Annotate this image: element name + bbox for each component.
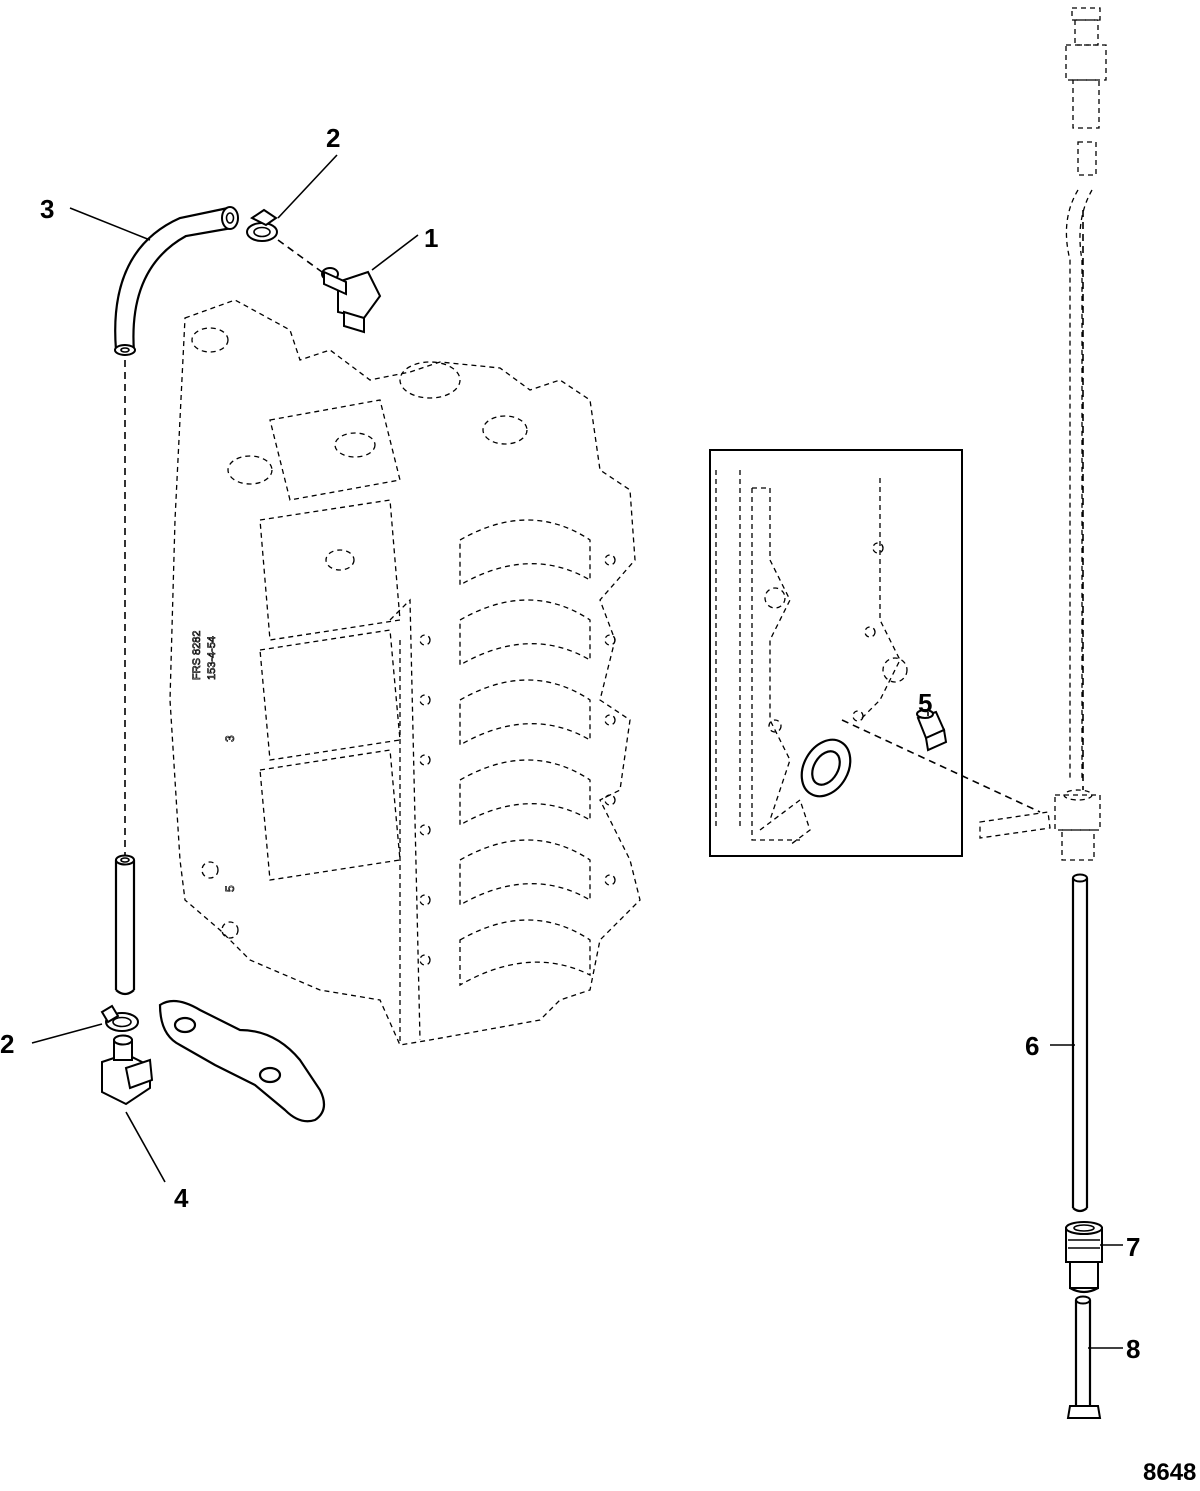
engine-block: FRS 8282 153-4-54 3 5 — [169, 299, 641, 1046]
callout-1: 1 — [424, 223, 438, 253]
callout-2-bottom: 2 — [0, 1029, 14, 1059]
part-3-hose — [114, 206, 239, 356]
block-marking-1: FRS 8282 — [191, 630, 203, 680]
inset-detail — [709, 449, 963, 857]
callout-6: 6 — [1025, 1031, 1039, 1061]
part-6-tube — [1071, 873, 1089, 1213]
part-5-fitting — [916, 709, 948, 752]
callout-3: 3 — [40, 194, 54, 224]
part-2-clamp-bottom — [100, 1004, 139, 1032]
callout-4: 4 — [174, 1183, 189, 1213]
part-4-elbow-fitting — [101, 1034, 154, 1106]
block-marking-4: 5 — [223, 885, 237, 892]
part-8-pickup — [1066, 1295, 1102, 1419]
block-marking-2: 153-4-54 — [206, 636, 218, 680]
leader-lines — [31, 154, 1123, 1349]
part-7-connector — [1065, 1221, 1103, 1294]
part-2-clamp-top — [246, 208, 278, 242]
figure-id: 8648 — [1143, 1459, 1196, 1486]
callout-8: 8 — [1126, 1334, 1140, 1364]
cover-plate — [158, 999, 326, 1123]
callout-2-top: 2 — [326, 123, 340, 153]
short-hose — [114, 854, 136, 996]
block-marking-3: 3 — [223, 735, 237, 742]
callout-7: 7 — [1126, 1232, 1140, 1262]
callout-5: 5 — [918, 688, 932, 718]
upper-tube — [979, 7, 1107, 861]
assembly-lines — [124, 210, 1084, 855]
part-1-elbow-fitting — [321, 267, 382, 334]
